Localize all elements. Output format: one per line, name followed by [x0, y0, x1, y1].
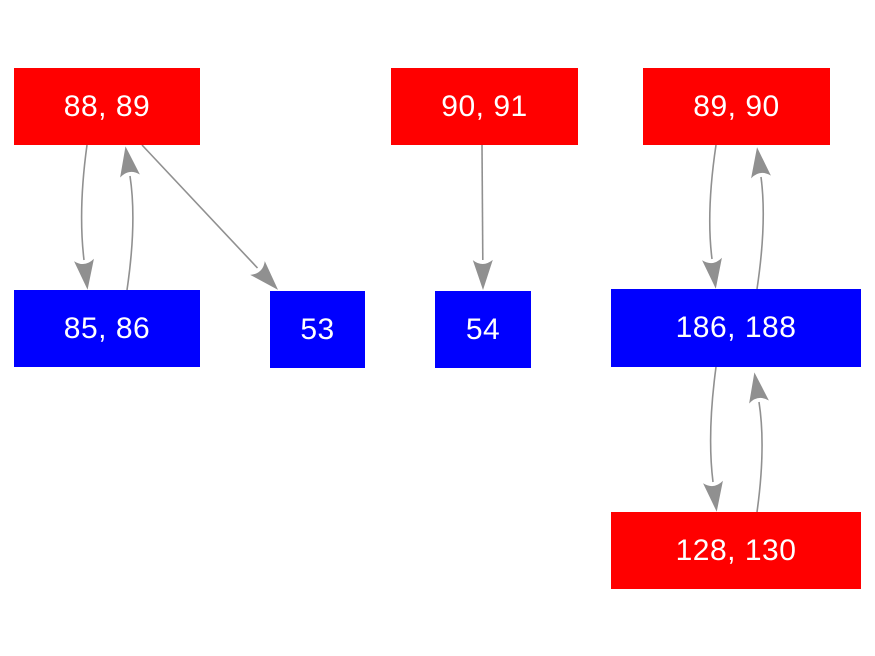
node-85-86: 85, 86	[14, 290, 200, 367]
node-54: 54	[435, 291, 531, 368]
node-53: 53	[270, 291, 365, 368]
edge-186-188-to-89-90	[751, 147, 771, 290]
edge-85-86-to-88-89	[120, 146, 140, 291]
node-186-188: 186, 188	[611, 289, 861, 367]
edge-128-130-to-186-188	[749, 372, 769, 513]
edge-90-91-to-54	[472, 144, 493, 290]
edge-186-188-to-128-130	[703, 366, 723, 512]
edge-89-90-to-186-188	[702, 144, 722, 289]
node-128-130: 128, 130	[611, 512, 861, 589]
node-89-90: 89, 90	[643, 68, 830, 145]
edge-88-89-to-85-86	[74, 144, 94, 290]
node-90-91: 90, 91	[391, 68, 578, 145]
node-88-89: 88, 89	[14, 68, 200, 145]
edge-88-89-to-53	[141, 144, 279, 290]
